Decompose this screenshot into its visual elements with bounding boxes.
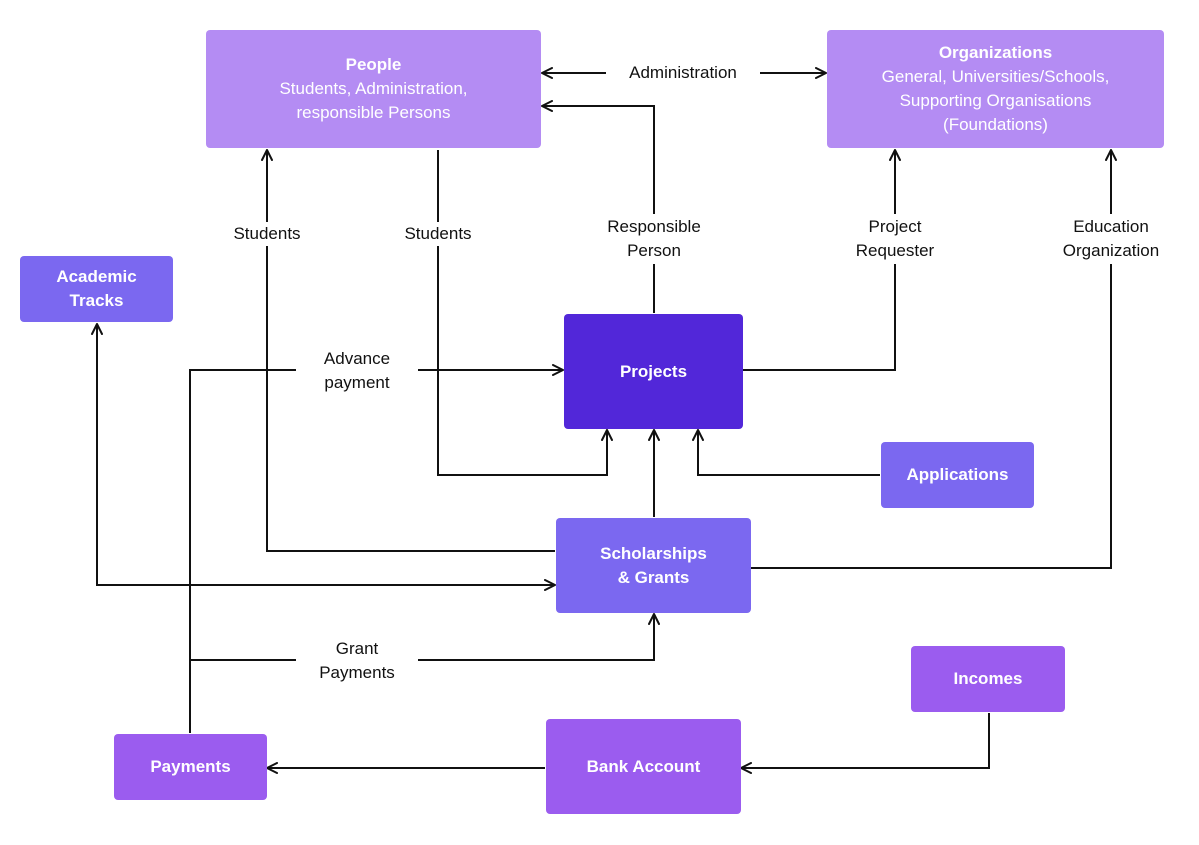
edge-education-organization xyxy=(751,149,1117,569)
label-advance-payment: Advance payment xyxy=(296,346,418,396)
node-projects[interactable]: Projects xyxy=(564,314,743,429)
node-payments[interactable]: Payments xyxy=(114,734,267,800)
label-advance-payment-line1: Advance xyxy=(323,349,391,368)
node-organizations[interactable]: Organizations General, Universities/Scho… xyxy=(827,30,1164,148)
label-education-organization-line2: Organization xyxy=(1062,241,1160,260)
node-organizations-line2: Supporting Organisations xyxy=(899,91,1092,110)
node-organizations-line1: General, Universities/Schools, xyxy=(881,67,1110,86)
label-project-requester-line2: Requester xyxy=(855,241,935,260)
node-people[interactable]: People Students, Administration, respons… xyxy=(206,30,541,148)
node-projects-title: Projects xyxy=(619,361,688,381)
node-scholarships-line2: & Grants xyxy=(617,567,690,587)
node-academic-tracks[interactable]: Academic Tracks xyxy=(20,256,173,322)
edge-advance-payment xyxy=(189,364,564,733)
label-project-requester-line1: Project xyxy=(868,217,922,236)
node-scholarships-grants[interactable]: Scholarships & Grants xyxy=(556,518,751,613)
label-administration: Administration xyxy=(606,61,760,85)
label-advance-payment-line2: payment xyxy=(324,373,390,392)
label-students-left-text: Students xyxy=(233,224,301,243)
node-incomes[interactable]: Incomes xyxy=(911,646,1065,712)
node-payments-title: Payments xyxy=(150,757,231,776)
label-responsible-person-line2: Person xyxy=(627,241,681,260)
label-responsible-person-line1: Responsible xyxy=(607,217,701,236)
node-people-title: People xyxy=(345,55,402,74)
label-education-organization-line1: Education xyxy=(1073,217,1149,236)
node-bank-account-title: Bank Account xyxy=(586,756,701,776)
label-education-organization: Education Organization xyxy=(1052,214,1170,264)
label-administration-text: Administration xyxy=(629,63,737,82)
node-people-line1: Students, Administration, xyxy=(279,79,468,98)
label-grant-payments: Grant Payments xyxy=(296,636,418,686)
label-project-requester: Project Requester xyxy=(843,214,947,264)
node-organizations-title: Organizations xyxy=(938,43,1053,62)
edge-academic-tracks xyxy=(91,323,556,591)
label-students-mid-text: Students xyxy=(404,224,472,243)
node-incomes-title: Incomes xyxy=(953,669,1023,688)
edge-applications xyxy=(692,429,880,476)
edge-incomes-bank xyxy=(740,713,990,774)
label-responsible-person: Responsible Person xyxy=(592,214,716,264)
label-grant-payments-line1: Grant xyxy=(335,639,379,658)
label-grant-payments-line2: Payments xyxy=(319,663,395,682)
node-scholarships-line1: Scholarships xyxy=(600,543,707,563)
node-academic-tracks-line1: Academic xyxy=(56,267,137,286)
node-applications[interactable]: Applications xyxy=(881,442,1034,508)
node-academic-tracks-line2: Tracks xyxy=(69,291,124,310)
node-applications-title: Applications xyxy=(906,465,1009,484)
node-bank-account[interactable]: Bank Account xyxy=(546,719,741,814)
label-students-mid: Students xyxy=(391,222,485,246)
edge-responsible-person xyxy=(541,100,655,313)
label-students-left: Students xyxy=(220,222,314,246)
node-people-line2: responsible Persons xyxy=(296,103,451,122)
edge-grant-payments xyxy=(190,613,660,661)
node-organizations-line3: (Foundations) xyxy=(943,115,1048,134)
